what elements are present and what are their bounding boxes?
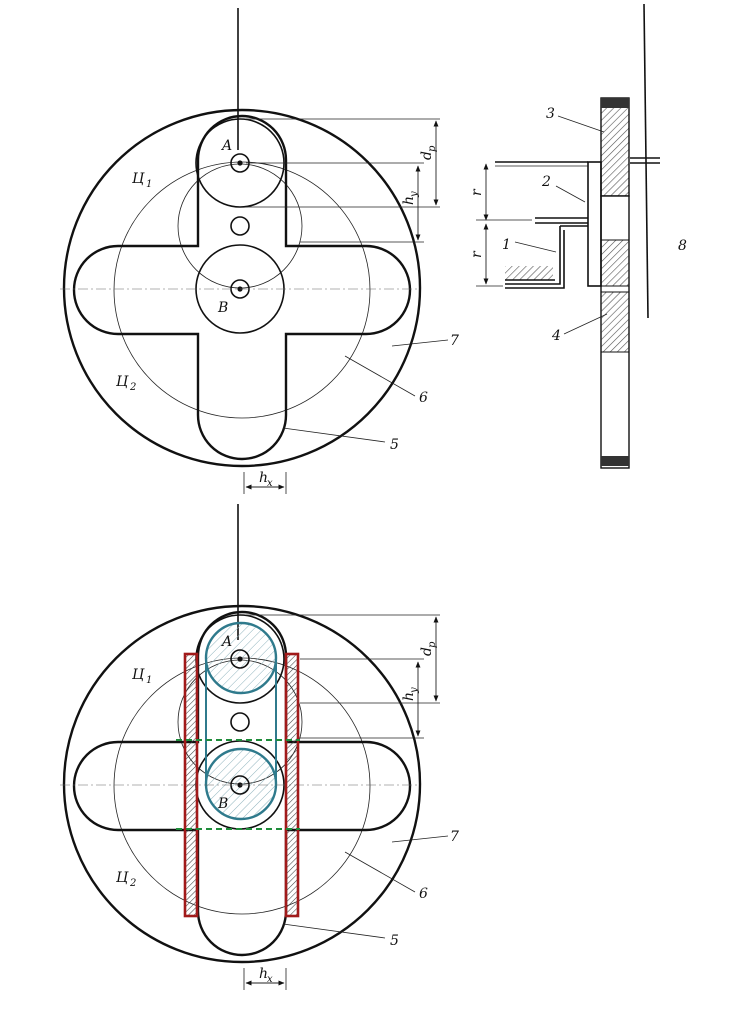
top-label-hy-sub: y — [409, 191, 420, 198]
bottom-leader-5 — [282, 923, 386, 939]
red-guide-left — [183, 652, 199, 918]
top-label-6: 6 — [419, 390, 428, 406]
bottom-outer-disk — [62, 604, 422, 964]
top-label-hx: h — [259, 470, 268, 486]
bottom-label-hy-sub: y — [409, 687, 420, 694]
bottom-leader-7 — [391, 835, 449, 843]
bottom-label-c1-sub: 1 — [146, 675, 152, 686]
bottom-label-hx-sub: x — [267, 974, 273, 985]
bottom-label-c2: Ц — [116, 870, 129, 886]
top-pin-mid — [230, 216, 250, 236]
top-label-b: B — [217, 300, 228, 316]
side-disk-hatched-mid — [600, 239, 630, 287]
red-guide-right — [284, 652, 300, 918]
side-label-3: 3 — [546, 106, 555, 122]
top-pin-a-inner — [237, 160, 243, 166]
top-label-c1-sub: 1 — [146, 179, 152, 190]
bottom-leader-6 — [344, 851, 416, 893]
bottom-label-hx: h — [259, 966, 268, 982]
bottom-label-c2-sub: 2 — [129, 878, 136, 889]
side-label-r-top: r — [469, 188, 485, 196]
top-small-circle — [177, 163, 303, 289]
side-disk-cap-top — [601, 98, 629, 108]
side-leader-3 — [557, 115, 605, 133]
side-disk-hatched-top — [600, 97, 630, 197]
bottom-pin-a-outer — [230, 649, 250, 669]
top-cross-slot — [72, 114, 412, 461]
side-carrier — [587, 161, 602, 287]
side-leader-2 — [555, 185, 586, 203]
top-leader-5 — [282, 427, 386, 443]
bottom-label-b: B — [217, 796, 228, 812]
bottom-label-c1: Ц — [132, 667, 145, 683]
top-label-7: 7 — [450, 333, 459, 349]
top-label-5: 5 — [390, 437, 399, 453]
bottom-label-dp-sub: p — [427, 641, 438, 648]
top-label-dp: d — [419, 151, 435, 160]
side-ground — [505, 266, 553, 280]
top-label-c1: Ц — [132, 171, 145, 187]
top-outer-disk — [62, 108, 422, 468]
bottom-label-7: 7 — [450, 829, 459, 845]
bottom-pin-a-inner — [237, 656, 243, 662]
bottom-label-dp: d — [419, 647, 435, 656]
top-leader-7 — [391, 339, 449, 347]
top-leader-6 — [344, 355, 416, 397]
bottom-label-5: 5 — [390, 933, 399, 949]
top-label-dp-sub: p — [427, 145, 438, 152]
side-label-2: 2 — [541, 174, 551, 190]
top-label-a: A — [220, 138, 232, 154]
top-label-c2: Ц — [116, 374, 129, 390]
side-label-4: 4 — [551, 328, 561, 344]
side-disk-hatched-low — [600, 291, 630, 353]
bottom-label-6: 6 — [419, 886, 428, 902]
bottom-front-view: A B Ц 1 Ц 2 5 6 7 d p h y h x — [60, 504, 459, 990]
side-crank-1 — [505, 225, 588, 289]
side-shaft-line — [643, 3, 649, 319]
top-label-hy: h — [401, 196, 417, 205]
bottom-label-a: A — [220, 634, 232, 650]
side-label-8: 8 — [678, 238, 687, 254]
bottom-label-hy: h — [401, 692, 417, 701]
side-leader-4 — [563, 313, 608, 335]
side-leader-1 — [514, 241, 557, 253]
side-disk-cap-bottom — [601, 456, 629, 466]
side-view: 1 2 3 4 8 r r — [469, 3, 687, 469]
top-label-hx-sub: x — [267, 478, 273, 489]
side-label-1: 1 — [502, 237, 511, 253]
top-label-c2-sub: 2 — [129, 382, 136, 393]
top-front-view: A B Ц 1 Ц 2 5 6 7 d p h y h x — [60, 8, 459, 494]
side-label-r-bottom: r — [469, 250, 485, 258]
bottom-pin-mid — [230, 712, 250, 732]
